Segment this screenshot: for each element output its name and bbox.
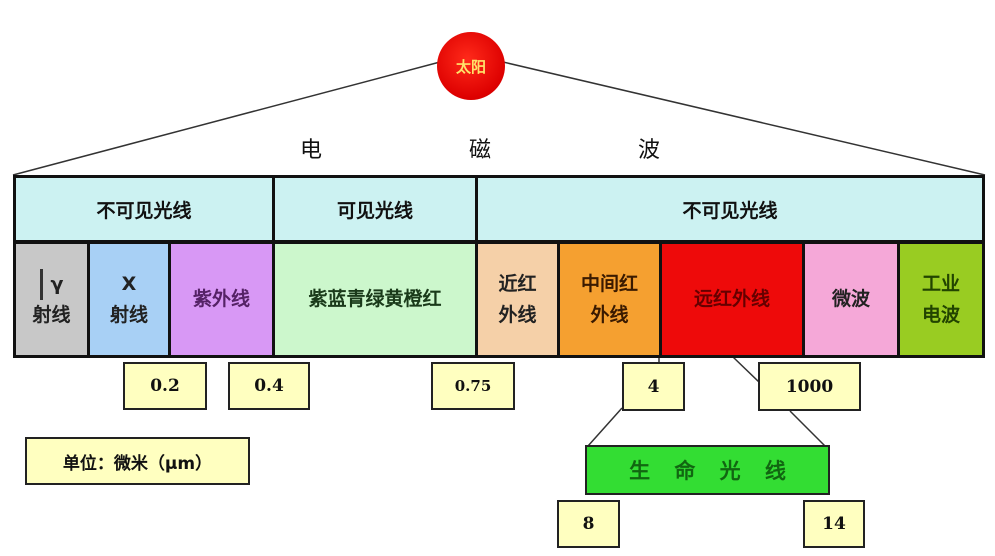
band-label: γ: [39, 269, 63, 300]
sun-label: 太阳: [455, 57, 486, 76]
boundary-value: 0.2: [150, 376, 180, 396]
boundary-value: 8: [582, 514, 595, 534]
band-label: 紫外线: [192, 288, 250, 311]
boundary-value: 1000: [785, 376, 834, 397]
band-label: 远红外线: [693, 288, 770, 311]
title-char: 波: [637, 138, 660, 163]
band-label: 中间红: [580, 273, 638, 296]
band-label: 工业: [921, 273, 960, 296]
band-industrial-radio: 工业电波: [897, 241, 985, 358]
band-label: 射线: [109, 303, 148, 326]
header-label: 不可见光线: [96, 199, 192, 222]
boundary-0-2: 0.2: [123, 362, 207, 410]
band-label: 紫蓝青绿黄橙红: [308, 288, 442, 311]
life-char: 命: [674, 459, 696, 483]
life-char: 线: [764, 459, 786, 483]
life-rays-band: 生 命 光 线: [585, 445, 830, 495]
boundary-value: 14: [822, 514, 846, 534]
header-label: 可见光线: [336, 199, 413, 222]
band-ultraviolet: 紫外线: [168, 241, 275, 358]
band-label: X: [121, 273, 137, 296]
header-label: 不可见光线: [682, 199, 778, 222]
band-label: 近红: [498, 273, 537, 296]
header-visible: 可见光线: [272, 175, 478, 243]
band-label: 射线: [32, 303, 71, 326]
life-min: 8: [557, 500, 620, 548]
boundary-1000: 1000: [758, 362, 861, 411]
band-gamma: γ 射线: [13, 241, 90, 358]
boundary-0-75: 0.75: [431, 362, 515, 410]
header-invisible-left: 不可见光线: [13, 175, 275, 243]
sun: 太阳: [437, 32, 505, 100]
boundary-4: 4: [622, 362, 685, 411]
boundary-value: 0.4: [254, 376, 284, 396]
band-label: 电波: [921, 303, 960, 326]
band-label: 外线: [590, 303, 629, 326]
boundary-0-4: 0.4: [228, 362, 310, 410]
boundary-value: 0.75: [454, 377, 492, 395]
life-char: 光: [719, 459, 741, 483]
header-invisible-right: 不可见光线: [475, 175, 985, 243]
band-label: 微波: [831, 288, 870, 311]
band-far-infrared: 远红外线: [659, 241, 805, 358]
boundary-value: 4: [647, 376, 660, 397]
band-microwave: 微波: [802, 241, 900, 358]
band-visible: 紫蓝青绿黄橙红: [272, 241, 478, 358]
title-char: 电: [300, 138, 323, 163]
band-mid-infrared: 中间红外线: [557, 241, 662, 358]
band-xray: X 射线: [87, 241, 171, 358]
em-wave-title: 电 磁 波: [300, 132, 660, 164]
band-near-infrared: 近红外线: [475, 241, 560, 358]
life-char: 生: [629, 459, 651, 483]
band-label: 外线: [498, 303, 537, 326]
unit-label: 单位：微米（μm）: [25, 437, 250, 485]
title-char: 磁: [468, 138, 491, 163]
life-max: 14: [803, 500, 865, 548]
unit-text: 单位：微米（μm）: [62, 453, 213, 474]
